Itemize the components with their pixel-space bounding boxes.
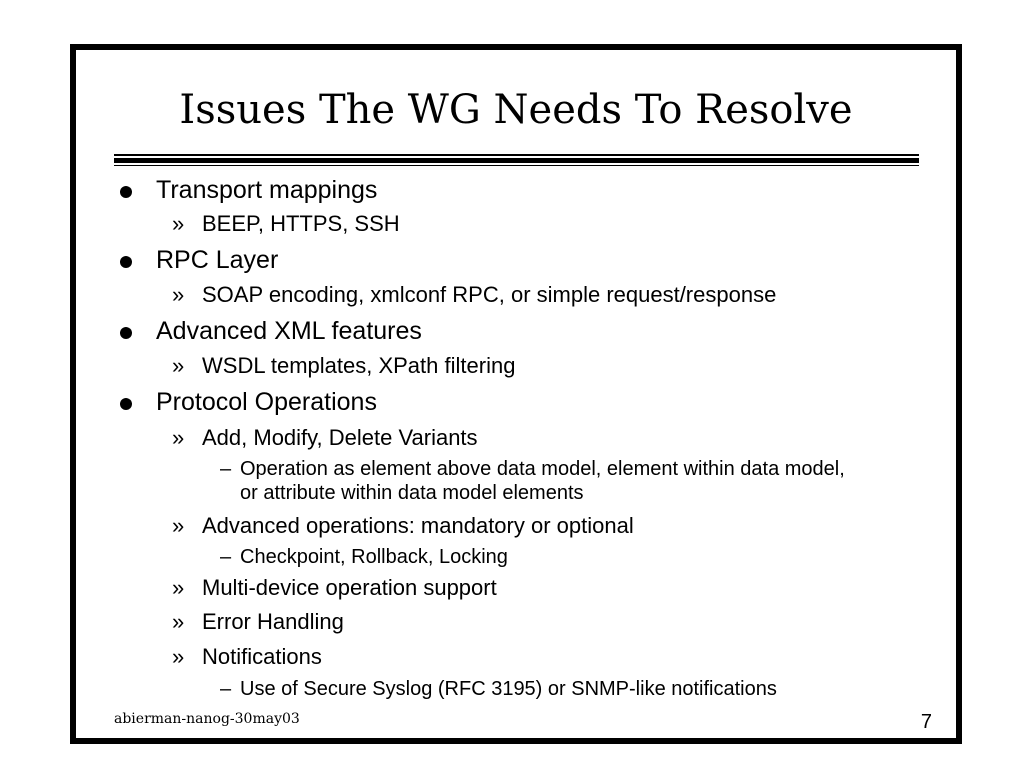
- dash-icon: –: [220, 678, 232, 700]
- double-chevron-icon: »: [172, 513, 185, 538]
- footer-label: abierman-nanog-30may03: [114, 711, 300, 727]
- bullet-dot-icon: [120, 327, 132, 339]
- dash-icon: –: [220, 458, 232, 480]
- double-chevron-icon: »: [172, 425, 185, 450]
- bullet-dot-icon: [120, 186, 132, 198]
- bullet-dot-icon: [120, 256, 132, 268]
- bullet-dot-icon: [120, 398, 132, 410]
- double-chevron-icon: »: [172, 609, 185, 634]
- title-rule-top: [114, 154, 919, 156]
- double-chevron-icon: »: [172, 211, 185, 236]
- slide-frame: Issues The WG Needs To Resolve Transport…: [70, 44, 962, 744]
- title-rule-middle: [114, 158, 919, 163]
- slide-title: Issues The WG Needs To Resolve: [179, 87, 853, 133]
- dash-icon: –: [220, 546, 232, 568]
- double-chevron-icon: »: [172, 575, 185, 600]
- double-chevron-icon: »: [172, 644, 185, 669]
- page-number: 7: [920, 711, 932, 733]
- double-chevron-icon: »: [172, 282, 185, 307]
- title-rule-bottom: [114, 165, 919, 166]
- double-chevron-icon: »: [172, 353, 185, 378]
